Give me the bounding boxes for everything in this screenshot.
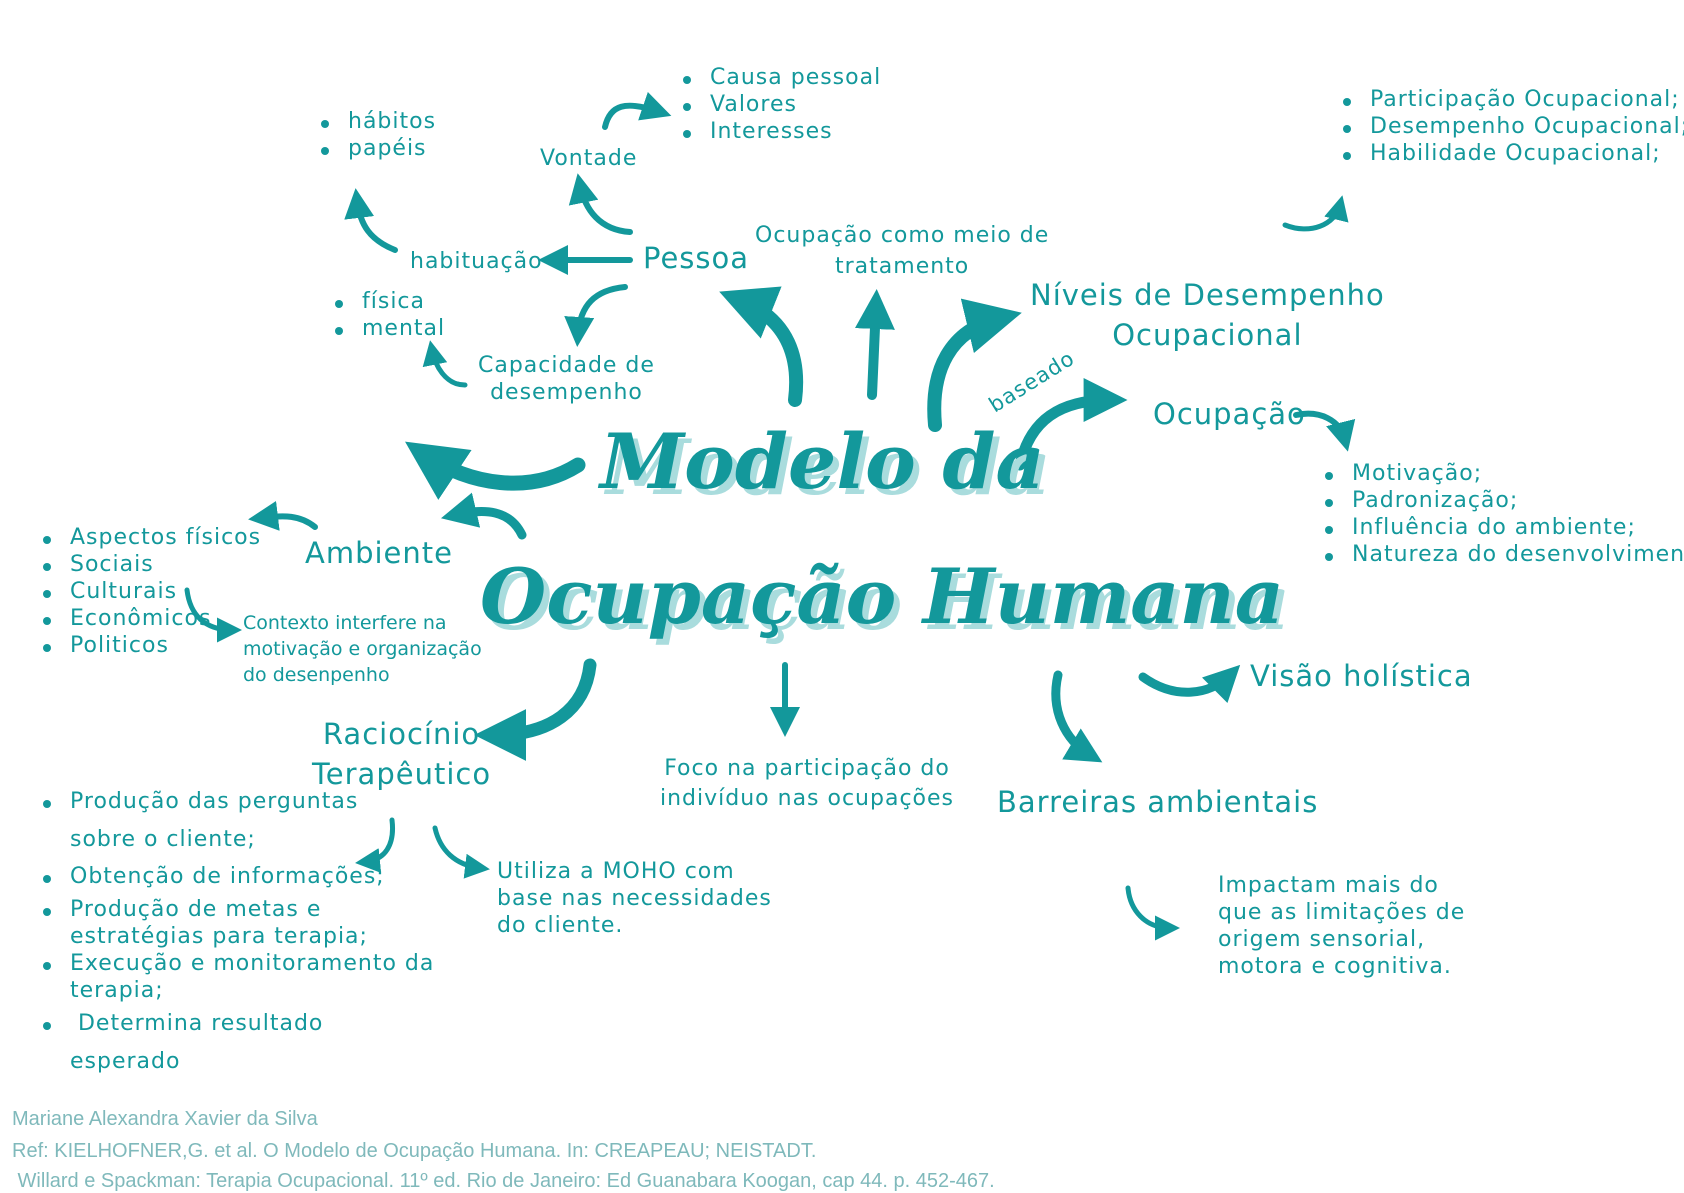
list-item: Produção de metas e estratégias para ter…: [40, 896, 434, 950]
ocupacao-meio-label: Ocupação como meio de tratamento: [755, 223, 1050, 279]
arrow-to-visao: [1138, 664, 1241, 703]
raciocinio-label: Raciocínio Terapêutico: [312, 717, 492, 791]
arrow-to-niveis: [927, 298, 1022, 432]
visao-label: Visão holística: [1250, 659, 1473, 693]
capacidade-label: Capacidade de desempenho: [478, 353, 655, 405]
arrow-barreiras-impactam: [1125, 885, 1180, 941]
arrow-aspectos-contexto: [184, 587, 242, 643]
list-item: hábitos: [318, 108, 436, 135]
list-item: Desempenho Ocupacional;: [1340, 113, 1684, 140]
habituacao-label: habituação: [410, 249, 543, 274]
list-item: Influência do ambiente;: [1322, 514, 1684, 541]
niveis-label: Níveis de Desempenho Ocupacional: [1030, 278, 1385, 352]
contexto-text: Contexto interfere na motivação e organi…: [243, 612, 482, 686]
title-line-2: Ocupação Humana: [480, 552, 1285, 641]
moho-text: Utiliza a MOHO com base nas necessidades…: [497, 859, 772, 938]
list-item: Execução e monitoramento da terapia;: [40, 950, 434, 1004]
arrow-to-ambiente: [440, 492, 527, 540]
list-item: papéis: [318, 135, 436, 162]
raciocinio-list: Produção das perguntas sobre o cliente; …: [40, 788, 434, 1075]
arrow-to-barreiras: [1051, 670, 1103, 763]
ocupacao-label: Ocupação: [1153, 397, 1306, 431]
author-credit: Mariane Alexandra Xavier da Silva: [12, 1108, 318, 1130]
barreiras-label: Barreiras ambientais: [997, 785, 1319, 819]
list-item: Natureza do desenvolvimento.: [1322, 541, 1684, 568]
arrow-niveis-items: [1282, 195, 1349, 232]
list-item: Sociais: [40, 551, 261, 578]
list-item: Causa pessoal: [680, 64, 881, 91]
arrow-capacidade-items: [422, 340, 468, 388]
list-item: Econômicos: [40, 605, 261, 632]
list-item: Habilidade Ocupacional;: [1340, 140, 1684, 167]
list-item: Padronização;: [1322, 487, 1684, 514]
arrow-to-pessoa: [719, 286, 804, 407]
ambiente-list: Aspectos físicos Sociais Culturais Econô…: [40, 524, 261, 659]
arrow-to-ocupacao-meio: [854, 289, 895, 400]
ocupacao-list: Motivação; Padronização; Influência do a…: [1322, 460, 1684, 568]
vontade-list: Causa pessoal Valores Interesses: [680, 64, 881, 145]
niveis-list: Participação Ocupacional; Desempenho Ocu…: [1340, 86, 1684, 167]
title-line-1: Modelo da: [600, 417, 1045, 506]
ambiente-label: Ambiente: [305, 536, 453, 570]
habituacao-list: hábitos papéis: [318, 108, 436, 162]
pessoa-label: Pessoa: [643, 241, 750, 275]
list-item: Obtenção de informações;: [40, 863, 434, 890]
arrow-pessoa-vontade: [568, 173, 633, 235]
arrow-raciocinio-items: [355, 817, 396, 873]
reference-line-1: Ref: KIELHOFNER,G. et al. O Modelo de Oc…: [12, 1140, 817, 1162]
list-item: Determina resultado esperado: [40, 1010, 434, 1075]
vontade-label: Vontade: [540, 146, 638, 171]
reference-line-2: Willard e Spackman: Terapia Ocupacional.…: [12, 1170, 995, 1192]
arrow-to-left: [405, 441, 586, 500]
capacidade-list: física mental: [332, 288, 445, 342]
list-item: Aspectos físicos: [40, 524, 261, 551]
list-item: Culturais: [40, 578, 261, 605]
arrow-pessoa-capacidade: [564, 284, 628, 347]
arrow-ocupacao-items: [1293, 410, 1356, 452]
arrow-vontade-items: [602, 91, 672, 130]
arrow-to-raciocinio: [474, 658, 597, 761]
arrow-raciocinio-moho: [432, 825, 490, 879]
arrow-habituacao-items: [344, 188, 398, 253]
arrow-to-ocupacao: [1014, 378, 1128, 471]
arrow-ambiente-items: [248, 500, 318, 531]
foco-label: Foco na participação do indivíduo nas oc…: [660, 756, 955, 811]
list-item: Participação Ocupacional;: [1340, 86, 1684, 113]
list-item: mental: [332, 315, 445, 342]
impactam-text: Impactam mais do que as limitações de or…: [1218, 873, 1466, 979]
list-item: Interesses: [680, 118, 881, 145]
list-item: Produção das perguntas sobre o cliente;: [40, 788, 434, 853]
list-item: Politicos: [40, 632, 261, 659]
list-item: física: [332, 288, 445, 315]
list-item: Valores: [680, 91, 881, 118]
list-item: Motivação;: [1322, 460, 1684, 487]
